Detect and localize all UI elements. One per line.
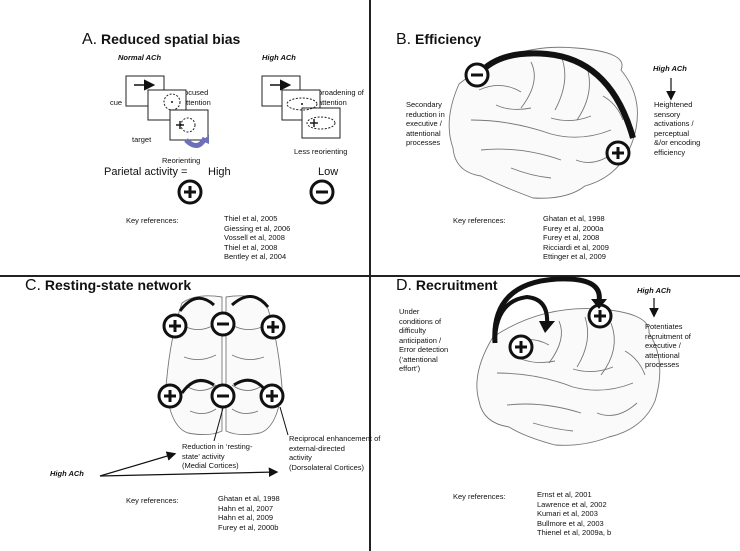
recruitment-arrow-large bbox=[492, 276, 602, 344]
high-ach-label: High ACh bbox=[262, 53, 296, 62]
brain-lateral-view bbox=[476, 308, 661, 446]
reference-item: Lawrence et al, 2002 bbox=[537, 499, 607, 509]
brain-lateral-view bbox=[448, 46, 638, 199]
panel-b-title: B. Efficiency bbox=[396, 31, 482, 48]
recruitment-arrow-small bbox=[493, 294, 550, 344]
reference-item: Hahn et al, 2009 bbox=[218, 513, 274, 523]
plus-icon bbox=[259, 383, 285, 409]
reference-item: Furey et al, 2000a bbox=[543, 223, 604, 233]
plus-icon bbox=[508, 334, 534, 360]
broadened-ellipse bbox=[286, 97, 318, 111]
reference-item: Ghatan et al, 1998 bbox=[543, 214, 605, 223]
panel-a-graphics bbox=[125, 75, 341, 205]
plus-icon bbox=[157, 383, 183, 409]
panel-c: C. Resting-state network bbox=[0, 277, 380, 551]
reference-item: Kumari et al, 2003 bbox=[537, 509, 598, 519]
refs-list-b: Ghatan et al, 1998 Furey et al, 2000a Fu… bbox=[543, 214, 609, 262]
panel-d: D. Recruitment High ACh bbox=[371, 276, 740, 551]
minus-icon bbox=[309, 179, 335, 205]
refs-label-b: Key references: bbox=[453, 216, 506, 225]
reference-item: Ernst et al, 2001 bbox=[537, 490, 592, 499]
refs-list-a: Thiel et al, 2005 Giessing et al, 2006 V… bbox=[224, 214, 290, 262]
reference-item: Hahn et al, 2007 bbox=[218, 503, 274, 513]
attention-label: attention bbox=[182, 98, 211, 107]
high-ach-label-d: High ACh bbox=[637, 286, 671, 295]
reference-item: Giessing et al, 2006 bbox=[224, 223, 291, 233]
reference-item: Thienel et al, 2009a, b bbox=[537, 528, 612, 538]
focused-label: focused bbox=[182, 88, 209, 97]
reorienting-label: Reorienting bbox=[162, 156, 201, 165]
reciprocal-arrows bbox=[178, 295, 270, 394]
reference-item: Thiel et al, 2008 bbox=[224, 242, 278, 252]
lateral-pointer-line bbox=[279, 406, 289, 436]
reference-item: Bentley et al, 2004 bbox=[224, 252, 287, 262]
horizontal-divider bbox=[0, 275, 740, 277]
plus-icon bbox=[605, 140, 631, 166]
high-ach-arrow-lateral bbox=[99, 467, 279, 477]
medial-reduction-text: Reduction in ‘resting-state’ activity(Me… bbox=[182, 442, 253, 470]
plus-icon bbox=[177, 179, 203, 205]
refs-label-d: Key references: bbox=[453, 492, 506, 501]
high-ach-label-c: High ACh bbox=[50, 469, 84, 478]
target-label: target bbox=[132, 135, 152, 144]
less-reorienting-label: Less reorienting bbox=[294, 147, 348, 156]
panel-d-title: D. Recruitment bbox=[396, 277, 498, 294]
efficiency-arrow bbox=[476, 50, 636, 139]
plus-icon bbox=[587, 303, 613, 329]
reference-item: Bullmore et al, 2003 bbox=[537, 518, 604, 528]
plus-icon bbox=[260, 314, 286, 340]
medial-pointer-line bbox=[213, 407, 224, 442]
focused-circle bbox=[163, 93, 181, 111]
minus-icon bbox=[210, 311, 236, 337]
refs-label-c: Key references: bbox=[126, 496, 179, 505]
reference-item: Ricciardi et al, 2009 bbox=[543, 242, 609, 252]
reference-item: Furey et al, 2008 bbox=[543, 233, 600, 243]
normal-ach-screens bbox=[125, 75, 209, 141]
minus-icon bbox=[464, 62, 490, 88]
panel-a-title: A. Reduced spatial bias bbox=[82, 31, 241, 48]
high-ach-arrow-medial bbox=[99, 451, 177, 477]
target-cross bbox=[176, 121, 184, 129]
refs-list-d: Ernst et al, 2001 Lawrence et al, 2002 K… bbox=[537, 490, 611, 538]
reference-item: Ettinger et al, 2009 bbox=[543, 252, 606, 262]
panel-a: A. Reduced spatial bias Normal ACh High … bbox=[0, 0, 369, 275]
parietal-low-label: Low bbox=[318, 166, 339, 178]
normal-ach-label: Normal ACh bbox=[118, 53, 162, 62]
reference-item: Furey et al, 2000b bbox=[218, 522, 279, 532]
attention2-label: attention bbox=[318, 98, 347, 107]
reference-item: Thiel et al, 2005 bbox=[224, 214, 278, 223]
reference-item: Vossell et al, 2008 bbox=[224, 233, 285, 243]
lateral-enhancement-text: Reciprocal enhancement of external-direc… bbox=[289, 434, 381, 472]
parietal-high-label: High bbox=[208, 166, 231, 178]
minus-icon bbox=[210, 383, 236, 409]
plus-icon bbox=[162, 313, 188, 339]
broadening-label: broadening of bbox=[318, 88, 364, 97]
reference-item: Ghatan et al, 1998 bbox=[218, 494, 280, 503]
refs-list-c: Ghatan et al, 1998 Hahn et al, 2007 Hahn… bbox=[218, 494, 280, 532]
parietal-activity-label: Parietal activity = bbox=[104, 166, 188, 178]
panel-c-title: C. Resting-state network bbox=[25, 277, 192, 294]
high-ach-label-b: High ACh bbox=[653, 64, 687, 73]
panel-b-graphics bbox=[448, 46, 676, 199]
refs-label-a: Key references: bbox=[126, 216, 179, 225]
panel-d-graphics bbox=[476, 276, 661, 446]
panel-c-graphics bbox=[99, 295, 289, 477]
cue-label: cue bbox=[110, 98, 123, 107]
